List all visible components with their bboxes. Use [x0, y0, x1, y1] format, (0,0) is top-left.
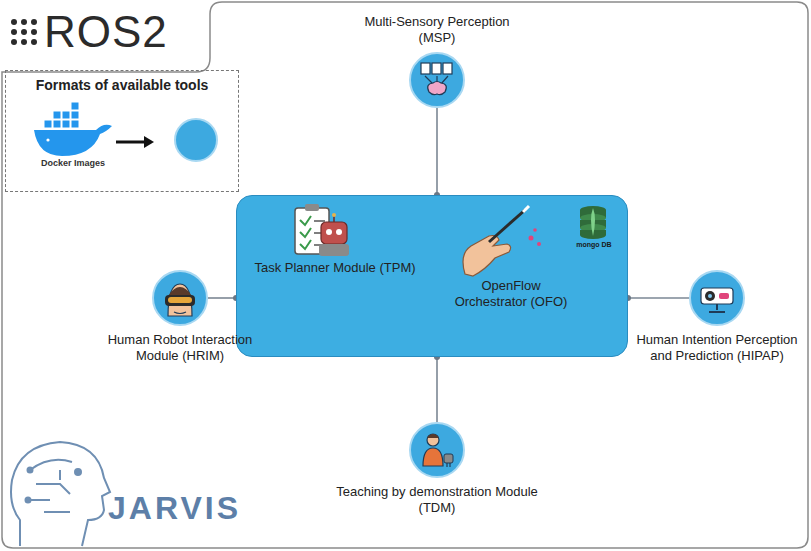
docker-caption: Docker Images [28, 158, 118, 168]
module-circle: Human Robot Interaction Module (HRIM) [88, 270, 272, 364]
tdm-icon [423, 434, 453, 467]
format-arrow [116, 141, 144, 144]
ofo-icon [463, 206, 541, 276]
module-name: OpenFlow Orchestrator (OFO) [451, 278, 571, 310]
module-name: Multi-Sensory Perception (MSP) [355, 14, 519, 46]
hipap-icon [701, 288, 733, 312]
connector-line [208, 297, 236, 299]
module-circle-shape [409, 422, 465, 478]
module-name: Human Intention Perception and Predictio… [628, 332, 806, 364]
tpm-icon [295, 204, 349, 256]
ros-dots [11, 19, 37, 45]
legend-panel: Formats of available tools [5, 70, 239, 192]
module-label: OpenFlow Orchestrator (OFO) [451, 278, 571, 310]
msp-icon [421, 63, 452, 95]
module-circle-shape [409, 52, 465, 108]
module-circle: Multi-Sensory Perception (MSP) [355, 14, 519, 108]
ros2-logo-text: ROS2 [44, 6, 194, 57]
hrim-icon [165, 284, 195, 316]
panel-title: Formats of available tools [6, 77, 238, 93]
connector-line [436, 108, 438, 195]
jarvis-logo-text: JARVIS [108, 490, 268, 527]
module-circle: Teaching by demonstration Module (TDM) [330, 422, 544, 516]
module-name: Human Robot Interaction Module (HRIM) [88, 332, 272, 364]
module-label: Task Planner Module (TPM) [249, 260, 421, 276]
docker-whale [34, 102, 112, 156]
mongodb-icon [580, 206, 606, 239]
tool-circle [175, 119, 217, 161]
module-name: Teaching by demonstration Module (TDM) [330, 484, 544, 516]
db-label: mongo DB [571, 240, 617, 249]
module-circle: Human Intention Perception and Predictio… [628, 270, 806, 364]
module-circle-shape [152, 270, 208, 326]
module-circle-shape [689, 270, 745, 326]
module-name: Task Planner Module (TPM) [249, 260, 421, 276]
central-block: mongo DB Task Planner Module (TPM) OpenFlo… [236, 195, 628, 357]
format-arrow-head [144, 136, 154, 148]
connector-line [436, 357, 438, 422]
connector-line [628, 297, 689, 299]
jarvis-head [11, 442, 110, 546]
